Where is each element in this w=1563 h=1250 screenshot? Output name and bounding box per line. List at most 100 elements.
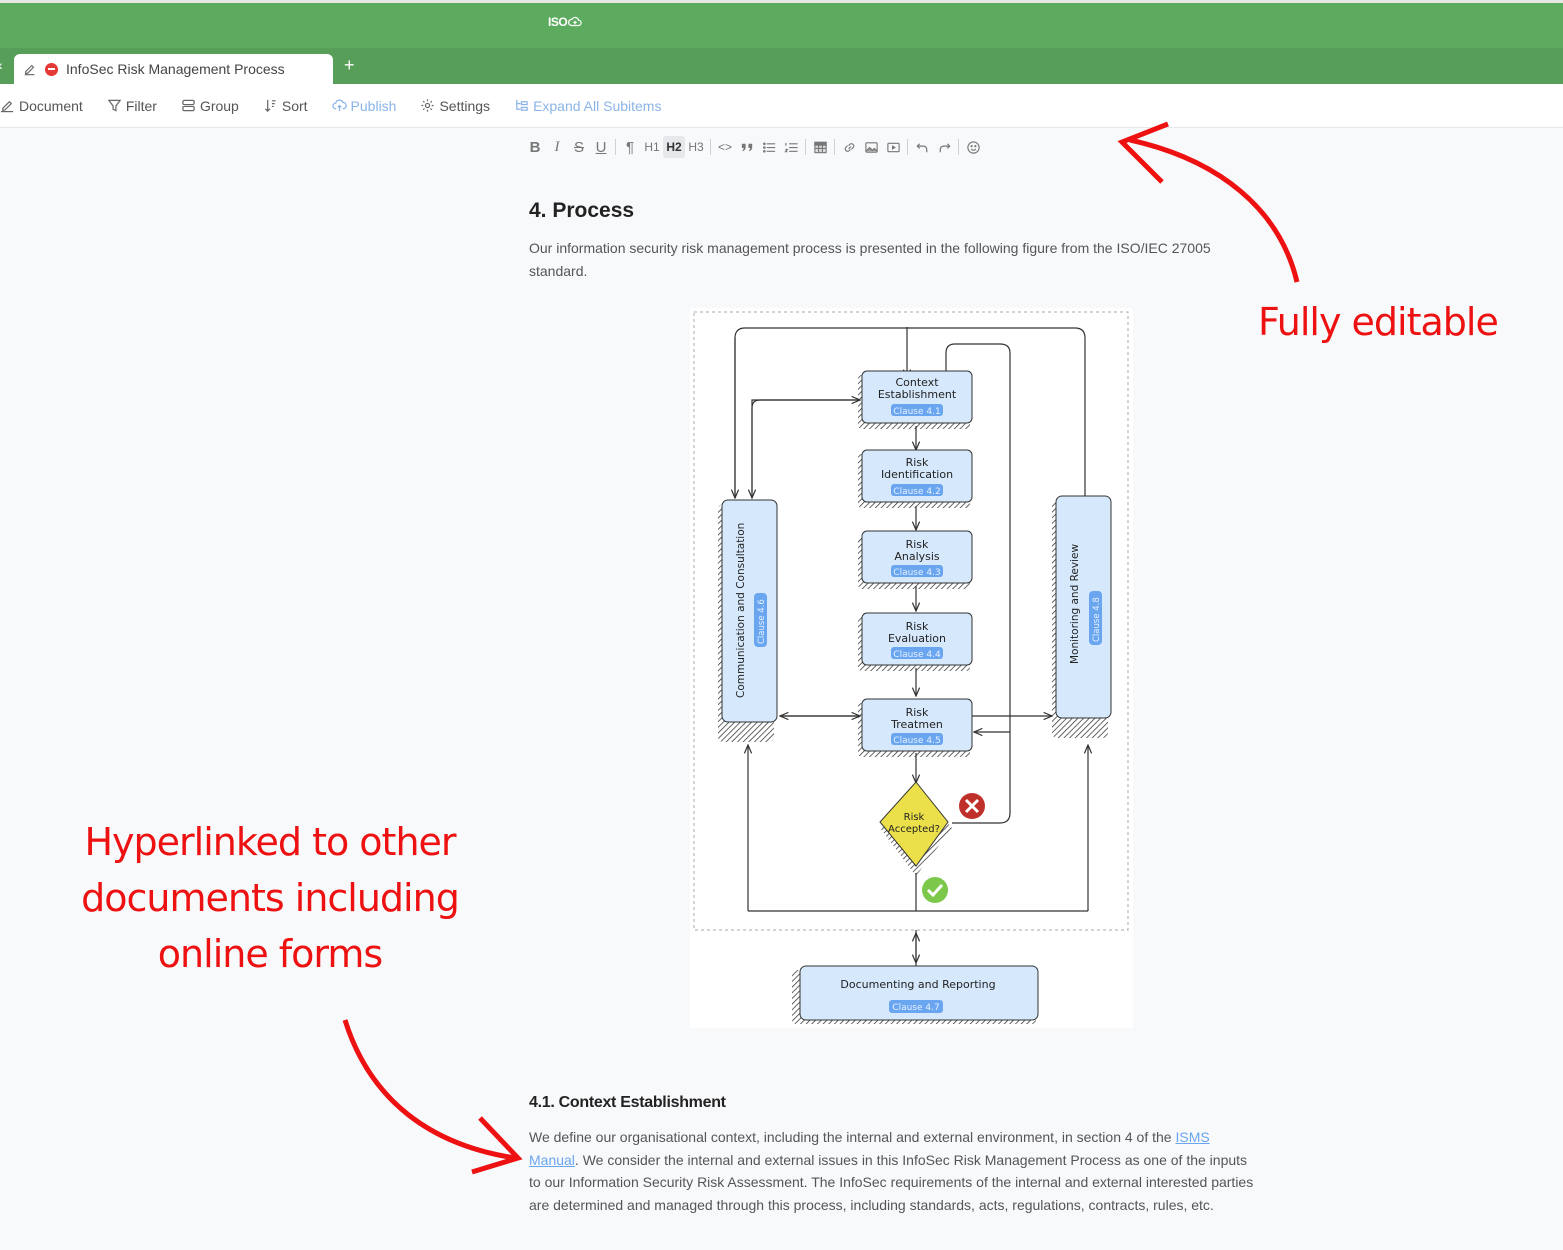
paragraph-text-end: . We consider the internal and external …	[529, 1151, 1254, 1213]
tree-icon	[516, 99, 528, 111]
decision-line2: Accepted?	[888, 824, 940, 835]
app-logo[interactable]: ISO	[548, 15, 582, 29]
step-box-risk-evaluation: Risk Evaluation Clause 4.4	[858, 612, 973, 671]
chevron-left-icon[interactable]: ‹	[0, 57, 3, 73]
accept-icon	[922, 877, 948, 903]
underline-button[interactable]: U	[595, 138, 607, 156]
editor-format-toolbar: B I S U ¶ H1 H2 H3 <>	[524, 136, 984, 158]
app-header: ISO	[0, 0, 1563, 48]
group-label: Group	[199, 97, 239, 114]
group-button[interactable]: Group	[181, 98, 239, 114]
step-title-1: Risk	[906, 538, 929, 551]
numbered-list-icon	[783, 142, 798, 152]
video-button[interactable]	[882, 136, 904, 158]
bold-button[interactable]: B	[529, 138, 541, 156]
sort-label: Sort	[281, 97, 308, 114]
annotation-fully-editable: Fully editable	[1258, 300, 1499, 344]
clause-badge: Clause 4.4	[893, 650, 941, 660]
documenting-reporting-box: Documenting and Reporting Clause 4.7	[792, 965, 1039, 1024]
table-button[interactable]	[809, 136, 831, 158]
annotation-hyperlinked: Hyperlinked to other documents including…	[81, 820, 460, 976]
reject-icon	[959, 793, 985, 819]
communication-consultation-box: Communication and Consultation Clause 4.…	[718, 499, 778, 742]
video-icon	[886, 142, 900, 152]
smiley-icon	[966, 140, 980, 154]
decision-line1: Risk	[904, 812, 925, 823]
undo-button[interactable]	[911, 136, 933, 158]
stop-icon	[45, 62, 58, 76]
clause-badge: Clause 4.7	[892, 1003, 939, 1013]
expand-all-subitems-button[interactable]: Expand All Subitems	[514, 98, 661, 114]
clause-badge: Clause 4.8	[1092, 597, 1102, 642]
divider	[710, 139, 711, 155]
isms-manual-link[interactable]: ISMS Manual	[529, 1129, 1210, 1168]
clause-badge: Clause 4.1	[893, 407, 940, 417]
sort-icon	[264, 99, 276, 112]
context-paragraph[interactable]: We define our organisational context, in…	[529, 1126, 1259, 1216]
strikethrough-button[interactable]: S	[573, 138, 584, 156]
settings-button[interactable]: Settings	[420, 98, 490, 114]
redo-button[interactable]	[933, 136, 955, 158]
dashed-boundary	[693, 311, 1129, 931]
step-box-risk-identification: Risk Identification Clause 4.2	[858, 449, 973, 508]
arrow-to-link-icon	[342, 1019, 523, 1175]
table-icon	[813, 141, 827, 153]
numbered-list-button[interactable]	[780, 136, 802, 158]
divider	[834, 139, 835, 155]
process-diagram-svg: Context Establishment Clause 4.1 Risk Id…	[693, 311, 1129, 1024]
settings-label: Settings	[439, 97, 491, 114]
paragraph-text-start: We define our organisational context, in…	[529, 1129, 1176, 1145]
step-title-2: Analysis	[894, 550, 940, 563]
tab-infosec-risk-management[interactable]: InfoSec Risk Management Process	[14, 54, 333, 84]
bottom-box-title: Documenting and Reporting	[840, 978, 995, 991]
filter-button[interactable]: Filter	[107, 98, 157, 114]
edit-icon	[24, 64, 35, 76]
logo-text: ISO	[548, 15, 568, 29]
emoji-button[interactable]	[962, 136, 984, 158]
h2-button[interactable]: H2	[663, 136, 685, 158]
step-title-2: Evaluation	[888, 632, 946, 645]
monitoring-review-box: Monitoring and Review Clause 4.8	[1052, 495, 1112, 738]
left-bar-title: Communication and Consultation	[735, 523, 747, 698]
subsection-heading[interactable]: 4.1. Context Establishment	[529, 1094, 726, 1111]
step-box-risk-analysis: Risk Analysis Clause 4.3	[858, 530, 973, 589]
section-heading[interactable]: 4. Process	[529, 199, 635, 222]
image-icon	[864, 141, 878, 153]
italic-button[interactable]: I	[554, 138, 560, 155]
tab-bar: ‹ InfoSec Risk Management Process	[0, 48, 1563, 84]
bullet-list-button[interactable]	[758, 136, 780, 158]
paragraph-button[interactable]: ¶	[625, 138, 635, 156]
code-button[interactable]: <>	[717, 140, 732, 154]
clause-badge: Clause 4.5	[893, 736, 940, 746]
publish-label: Publish	[350, 97, 397, 114]
divider	[615, 139, 616, 155]
h1-button[interactable]: H1	[644, 140, 660, 154]
bullet-list-icon	[762, 141, 775, 153]
h3-button[interactable]: H3	[688, 140, 704, 154]
undo-icon	[915, 142, 927, 152]
clause-badge: Clause 4.2	[893, 487, 940, 497]
quote-button[interactable]	[736, 136, 758, 158]
tab-title: InfoSec Risk Management Process	[66, 61, 285, 77]
image-button[interactable]	[860, 136, 882, 158]
publish-button[interactable]: Publish	[331, 97, 397, 114]
cloud-upload-icon	[331, 99, 347, 112]
step-title-2: Identification	[881, 468, 953, 481]
filter-icon	[107, 99, 122, 112]
link-button[interactable]	[838, 136, 860, 158]
right-bar-title: Monitoring and Review	[1069, 544, 1081, 664]
link-icon	[844, 142, 854, 152]
document-button[interactable]: Document	[0, 98, 83, 114]
step-box-risk-treatment: Risk Treatmen Clause 4.5	[858, 698, 973, 757]
add-tab-button[interactable]: +	[344, 55, 355, 75]
group-icon	[182, 99, 195, 112]
intro-paragraph[interactable]: Our information security risk management…	[529, 240, 1211, 279]
process-diagram[interactable]: Context Establishment Clause 4.1 Risk Id…	[690, 308, 1133, 1028]
clause-badge: Clause 4.3	[893, 568, 940, 578]
gear-icon	[421, 99, 435, 112]
divider	[958, 139, 959, 155]
step-title-2: Establishment	[878, 388, 957, 401]
cloud-plus-icon	[568, 16, 582, 27]
step-title-1: Risk	[906, 706, 929, 719]
sort-button[interactable]: Sort	[263, 98, 308, 114]
